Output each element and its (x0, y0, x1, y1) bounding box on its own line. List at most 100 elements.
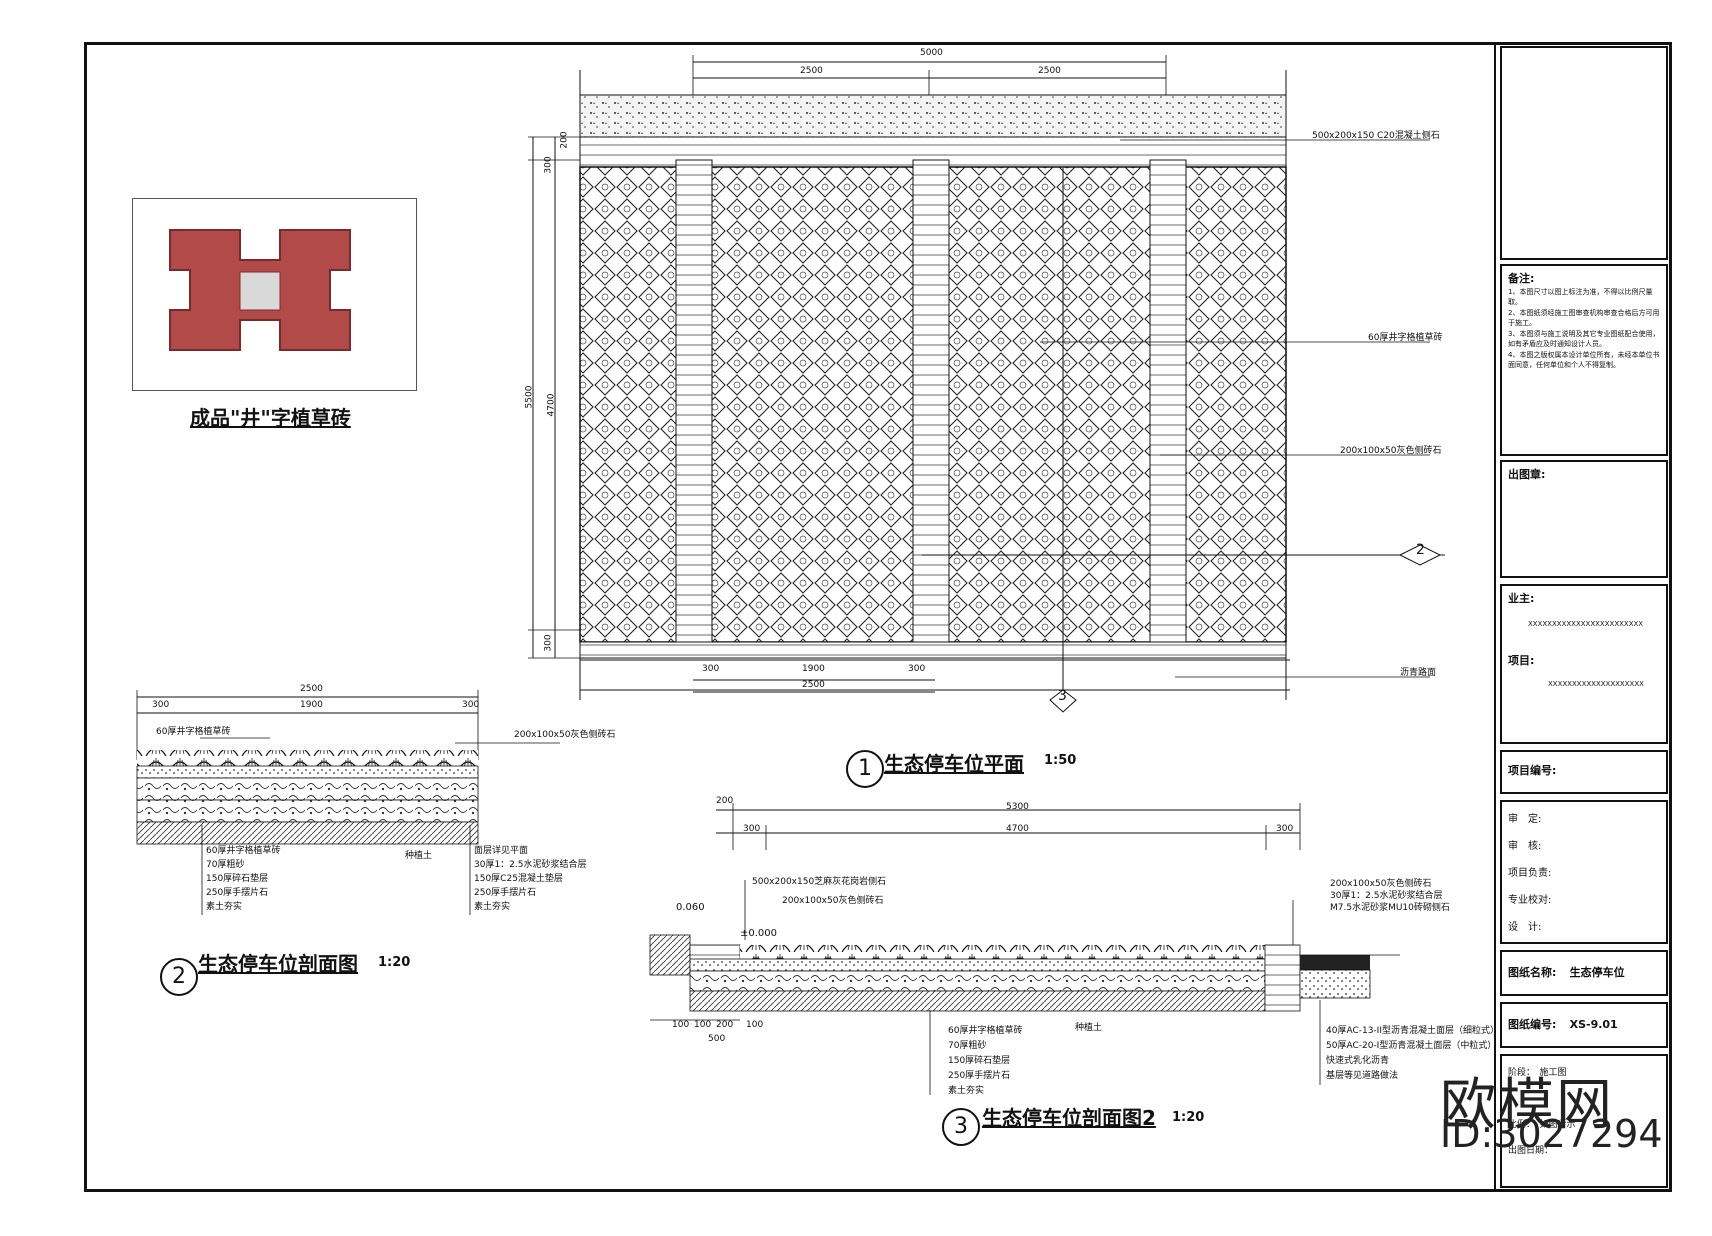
sec2-left-layer: 70厚粗砂 (206, 860, 245, 870)
tb-notes: 备注: 1、本图尺寸以图上标注为准，不得以比例尺量取。 2、本图纸须经施工图审查… (1500, 264, 1668, 456)
tb-owner-value: XXXXXXXXXXXXXXXXXXXXXXXX (1528, 620, 1644, 628)
sec3-dim-b100b: 100 (694, 1020, 712, 1030)
tb-drawing-no: 图纸编号: XS-9.01 (1500, 1002, 1668, 1048)
dim-plan-total: 5000 (920, 48, 943, 58)
sec2-left-layer: 60厚井字格植草砖 (206, 846, 281, 856)
tb-signatures: 审 定: 审 核: 项目负责: 专业校对: 设 计: (1500, 800, 1668, 944)
sec2-dim-1900: 1900 (300, 700, 323, 710)
tb-drawing-no-label: 图纸编号: (1508, 1018, 1557, 1031)
sec3-scale: 1:20 (1172, 1110, 1205, 1125)
sec3-dim-300b: 300 (1276, 824, 1294, 834)
sec2-right-layer: 素土夯实 (474, 902, 511, 912)
sec3-top-curb: 500x200x150芝麻灰花岗岩侧石 (752, 877, 887, 887)
sec3-dim-300a: 300 (743, 824, 761, 834)
section-2-view (136, 690, 560, 915)
plan-title: 生态停车位平面 (884, 752, 1024, 776)
sec2-dim-total: 2500 (300, 684, 323, 694)
sec3-number-circle: 3 (942, 1108, 980, 1146)
sec2-top-grass: 60厚井字格植草砖 (156, 727, 231, 737)
plan-label-asphalt: 沥青路面 (1400, 668, 1437, 678)
plan-label-grass-brick: 60厚井字格植草砖 (1368, 333, 1443, 343)
sec3-mid-label: 种植土 (1075, 1023, 1103, 1033)
sec3-title: 生态停车位剖面图2 (982, 1106, 1156, 1130)
section-mark-3: 3 (1058, 688, 1067, 704)
sec2-title: 生态停车位剖面图 (198, 952, 358, 976)
sec2-left-layers: 60厚井字格植草砖 70厚粗砂 150厚碎石垫层 250厚手摆片石 素土夯实 (206, 844, 280, 914)
tb-approve: 审 定: (1508, 814, 1542, 825)
sec3-elev-1: 0.060 (676, 902, 705, 913)
sec3-left-layer: 60厚井字格植草砖 (948, 1026, 1023, 1036)
plan-label-curb: 500x200x150 C20混凝土侧石 (1312, 131, 1440, 141)
plan-view (528, 55, 1445, 713)
tb-drawing-name-label: 图纸名称: (1508, 966, 1557, 979)
tb-project-no-label: 项目编号: (1508, 764, 1557, 777)
dim-plan-inner-height: 4700 (546, 393, 557, 417)
tb-drawing-name: 图纸名称: 生态停车位 (1500, 950, 1668, 996)
sec2-dim-300a: 300 (152, 700, 170, 710)
tb-drawing-name-value: 生态停车位 (1569, 966, 1625, 979)
dim-plan-b2500: 2500 (802, 680, 825, 690)
sec3-elev-2: ±0.000 (740, 928, 778, 939)
sec3-dim-b500: 500 (708, 1034, 726, 1044)
sec3-left-layer: 150厚碎石垫层 (948, 1056, 1011, 1066)
tb-check: 审 核: (1508, 841, 1542, 852)
sec3-right-layers: 40厚AC-13-II型沥青混凝土面层（细粒式） 50厚AC-20-I型沥青混凝… (1326, 1024, 1499, 1084)
plan-number-circle: 1 (846, 750, 884, 788)
tb-note: 1、本图尺寸以图上标注为准，不得以比例尺量取。 (1508, 288, 1653, 306)
sec3-dim-4700: 4700 (1006, 824, 1029, 834)
sec3-top-edge: 200x100x50灰色侧砖石 (782, 896, 884, 906)
drawing-frame (84, 42, 1672, 1192)
dim-plan-top-200: 200 (559, 131, 570, 149)
sec2-left-layer: 150厚碎石垫层 (206, 874, 269, 884)
sec2-right-layer: 面层详见平面 (474, 846, 529, 856)
sec2-right-layer: 30厚1：2.5水泥砂浆结合层 (474, 860, 587, 870)
sec2-dim-300b: 300 (462, 700, 480, 710)
sec2-left-layer: 素土夯实 (206, 902, 243, 912)
tb-meta: 阶段： 施工图 比例： 如图所示 出图日期： (1500, 1054, 1668, 1188)
sec2-right-layers: 面层详见平面 30厚1：2.5水泥砂浆结合层 150厚C25混凝土垫层 250厚… (474, 844, 587, 914)
grass-brick-photo (132, 198, 417, 391)
tb-note: 3、本图须与施工说明及其它专业图纸配合使用，如有矛盾应及时通知设计人员。 (1508, 330, 1660, 348)
tb-logo-area (1500, 46, 1668, 260)
dim-plan-height: 5500 (524, 385, 535, 409)
dim-plan-bottom-300: 300 (543, 634, 554, 652)
sec3-right-top: 200x100x50灰色侧砖石 30厚1：2.5水泥砂浆结合层 M7.5水泥砂浆… (1330, 878, 1450, 914)
sec2-number-circle: 2 (160, 958, 198, 996)
dim-plan-top-300: 300 (543, 156, 554, 174)
tb-note: 2、本图纸须经施工图审查机构审查合格后方可用于施工。 (1508, 309, 1660, 327)
tb-owner-project: 业主: XXXXXXXXXXXXXXXXXXXXXXXX 项目: XXXXXXX… (1500, 584, 1668, 744)
sec2-right-layer: 150厚C25混凝土垫层 (474, 874, 563, 884)
sec3-dim-total: 5300 (1006, 802, 1029, 812)
tb-lead: 项目负责: (1508, 868, 1552, 879)
sec3-right-top-item: 30厚1：2.5水泥砂浆结合层 (1330, 891, 1443, 901)
sec3-right-layer: 基层等见道路做法 (1326, 1071, 1399, 1081)
title-block (1494, 42, 1672, 1192)
dim-plan-b300a: 300 (702, 664, 720, 674)
tb-stage: 阶段： 施工图 (1508, 1068, 1567, 1078)
brick-photo-shape (169, 229, 351, 351)
sec2-mid-label: 种植土 (405, 851, 433, 861)
sec2-scale: 1:20 (378, 955, 411, 970)
tb-scale: 比例： 如图所示 (1508, 1120, 1576, 1130)
tb-owner-label: 业主: (1508, 592, 1535, 605)
sec3-left-layer: 250厚手摆片石 (948, 1071, 1011, 1081)
section-mark-2: 2 (1416, 542, 1425, 558)
dim-plan-half-left: 2500 (800, 66, 823, 76)
dim-plan-half-right: 2500 (1038, 66, 1061, 76)
tb-project-value: XXXXXXXXXXXXXXXXXXXX (1548, 680, 1644, 688)
sec3-dim-b200: 200 (716, 1020, 734, 1030)
sec3-left-layer: 70厚粗砂 (948, 1041, 987, 1051)
sec2-top-edge: 200x100x50灰色侧砖石 (514, 730, 616, 740)
sec3-right-layer: 快速式乳化沥青 (1326, 1056, 1390, 1066)
watermark-brand: 欧模网 (1440, 1073, 1614, 1138)
sec2-right-layer: 250厚手摆片石 (474, 888, 537, 898)
tb-project-label: 项目: (1508, 654, 1535, 667)
sec3-right-top-item: 200x100x50灰色侧砖石 (1330, 879, 1432, 889)
tb-date: 出图日期： (1508, 1146, 1554, 1156)
sec2-left-layer: 250厚手摆片石 (206, 888, 269, 898)
photo-caption: 成品"井"字植草砖 (190, 406, 351, 430)
plan-label-edge-brick: 200x100x50灰色侧砖石 (1340, 446, 1442, 456)
tb-design: 设 计: (1508, 922, 1542, 933)
section-3-view (649, 803, 1400, 1095)
